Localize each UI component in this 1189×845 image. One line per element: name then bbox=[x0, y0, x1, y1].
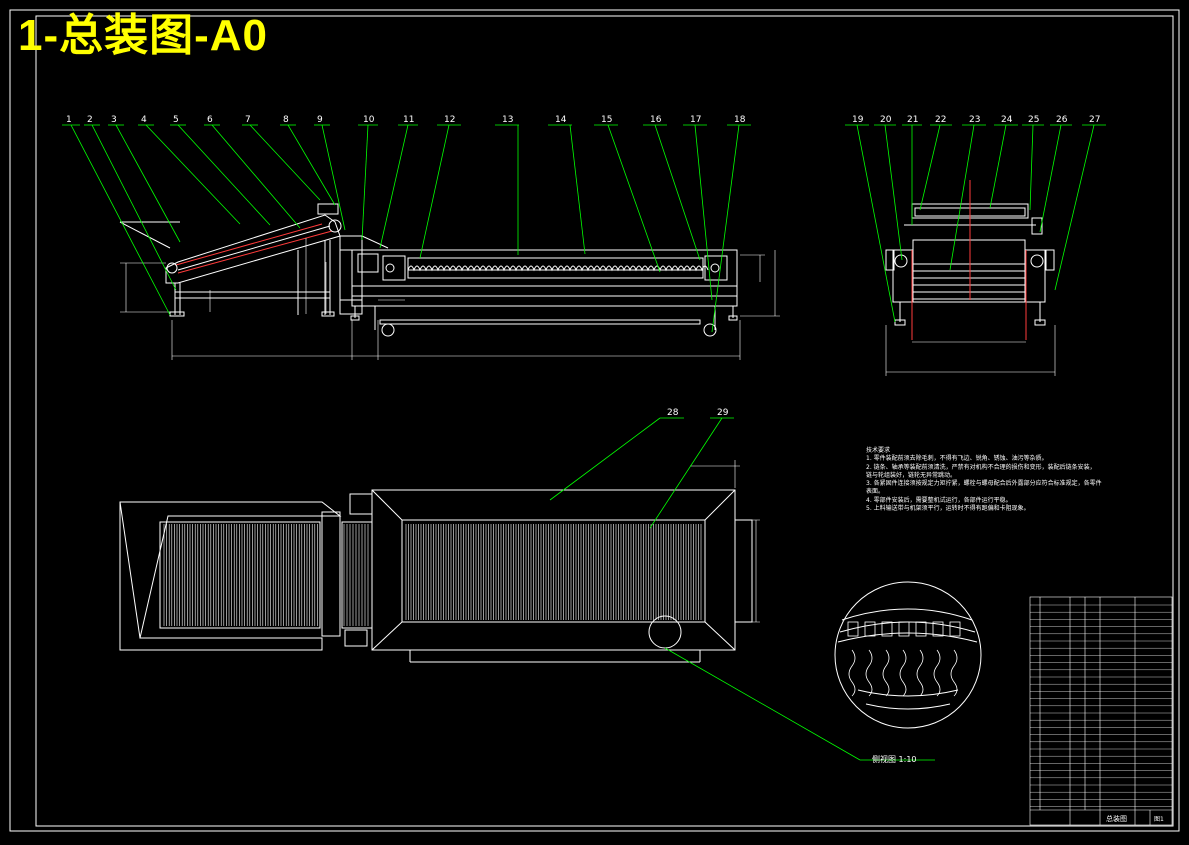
side-balloon-23: 23 bbox=[969, 115, 980, 125]
tech-item: 5. 上料输送带与机架须平行，运转时不得有跑偏和卡阻现象。 bbox=[866, 505, 1030, 513]
front-balloon-7: 7 bbox=[245, 115, 251, 125]
tech-item: 表面。 bbox=[866, 488, 885, 496]
front-balloon-10: 10 bbox=[363, 115, 375, 125]
outer-frame bbox=[9, 9, 1180, 832]
detail-curl bbox=[865, 649, 873, 697]
tech-requirements: 技术要求 1. 零件装配前须去除毛刺，不得有飞边、锐角、锈蚀、油污等杂质。 2.… bbox=[866, 447, 1102, 513]
title-block-sheet-no: 图1 bbox=[1154, 816, 1164, 823]
detail-curl bbox=[916, 649, 924, 697]
detail-slot bbox=[932, 621, 944, 637]
front-balloon-5: 5 bbox=[173, 115, 179, 125]
side-balloon-24: 24 bbox=[1001, 115, 1013, 125]
top-view bbox=[119, 489, 753, 663]
front-balloon-18: 18 bbox=[734, 115, 746, 125]
side-balloon-20: 20 bbox=[880, 115, 892, 125]
detail-curl bbox=[882, 649, 890, 697]
tech-item: 链与轮组装好，链轮无异常跳动。 bbox=[866, 471, 957, 479]
front-balloon-2: 2 bbox=[87, 115, 93, 125]
title-block bbox=[1029, 596, 1173, 826]
front-balloon-3: 3 bbox=[111, 115, 117, 125]
detail-curl bbox=[899, 649, 907, 697]
detail-curls bbox=[847, 621, 961, 697]
inner-frame bbox=[35, 15, 1174, 827]
side-balloon-21: 21 bbox=[907, 115, 918, 125]
front-balloon-13: 13 bbox=[502, 115, 513, 125]
front-balloon-12: 12 bbox=[444, 115, 455, 125]
detail-curl bbox=[933, 649, 941, 697]
top-view-slats bbox=[163, 524, 702, 626]
top-balloon-28: 28 bbox=[667, 408, 679, 418]
detail-slot bbox=[847, 621, 859, 637]
top-balloon-29: 29 bbox=[717, 408, 729, 418]
front-balloon-6: 6 bbox=[207, 115, 213, 125]
title-block-rows bbox=[1030, 604, 1172, 807]
front-balloon-16: 16 bbox=[650, 115, 662, 125]
tech-item: 4. 零部件安装后，需要整机试运行，各部件运行平稳。 bbox=[866, 496, 1012, 504]
detail-slot bbox=[898, 621, 910, 637]
front-balloon-17: 17 bbox=[690, 115, 701, 125]
side-balloon-22: 22 bbox=[935, 115, 946, 125]
front-view-dimensions bbox=[120, 238, 780, 360]
detail-slot bbox=[864, 621, 876, 637]
detail-view bbox=[834, 581, 982, 729]
sheet-title: 1-总装图-A0 bbox=[18, 11, 269, 60]
front-balloon-15: 15 bbox=[601, 115, 612, 125]
front-balloon-8: 8 bbox=[283, 115, 289, 125]
side-view-highlights bbox=[911, 180, 1027, 340]
tech-item: 3. 各紧固件连接须按规定力矩拧紧，螺栓与螺母配合后外露部分应符合标准规定，各零… bbox=[866, 480, 1102, 488]
detail-view-caption: 侧视图 1:10 bbox=[872, 755, 917, 764]
front-balloon-1: 1 bbox=[66, 115, 72, 125]
front-view bbox=[119, 203, 738, 337]
title-block-name: 总装图 bbox=[1106, 814, 1127, 823]
side-balloon-26: 26 bbox=[1056, 115, 1068, 125]
leader-lines bbox=[62, 124, 1106, 761]
detail-slot bbox=[915, 621, 927, 637]
side-balloon-19: 19 bbox=[852, 115, 864, 125]
front-balloon-4: 4 bbox=[141, 115, 147, 125]
side-balloon-27: 27 bbox=[1089, 115, 1100, 125]
side-balloon-25: 25 bbox=[1028, 115, 1039, 125]
side-view-dimensions bbox=[885, 325, 1056, 376]
tech-item: 2. 链条、轴承等装配前须清洗，严禁有对机构不合理的损伤和变形，装配后链条安装， bbox=[866, 463, 1096, 471]
tech-item: 1. 零件装配前须去除毛刺，不得有飞边、锐角、锈蚀、油污等杂质。 bbox=[866, 455, 1048, 463]
detail-curl bbox=[848, 649, 856, 697]
top-view-dimensions bbox=[690, 460, 760, 623]
front-balloon-9: 9 bbox=[317, 115, 323, 125]
tech-heading: 技术要求 bbox=[866, 447, 891, 454]
front-balloon-14: 14 bbox=[555, 115, 567, 125]
detail-slot bbox=[949, 621, 961, 637]
detail-slot bbox=[881, 621, 893, 637]
detail-curl bbox=[950, 649, 958, 697]
front-balloon-11: 11 bbox=[403, 115, 414, 125]
